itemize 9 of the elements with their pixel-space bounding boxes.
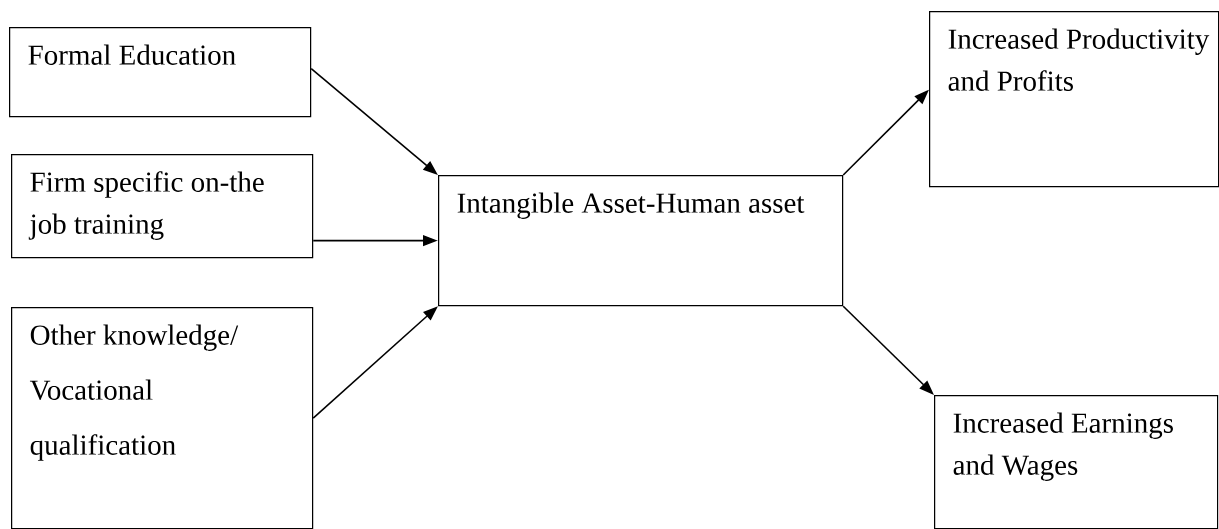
- text-box: Increased Earnings and Wages: [934, 395, 1219, 529]
- arrow: [312, 306, 438, 419]
- text-box: Formal Education: [9, 27, 312, 118]
- text-box: Intangible Asset-Human asset: [438, 175, 844, 307]
- arrow: [842, 305, 934, 395]
- text-box: Firm specific on-the job training: [11, 154, 314, 259]
- text-box: Increased Productivity and Profits: [929, 11, 1219, 188]
- arrow: [310, 67, 438, 175]
- text-box: Other knowledge/ Vocational qualification: [11, 307, 314, 529]
